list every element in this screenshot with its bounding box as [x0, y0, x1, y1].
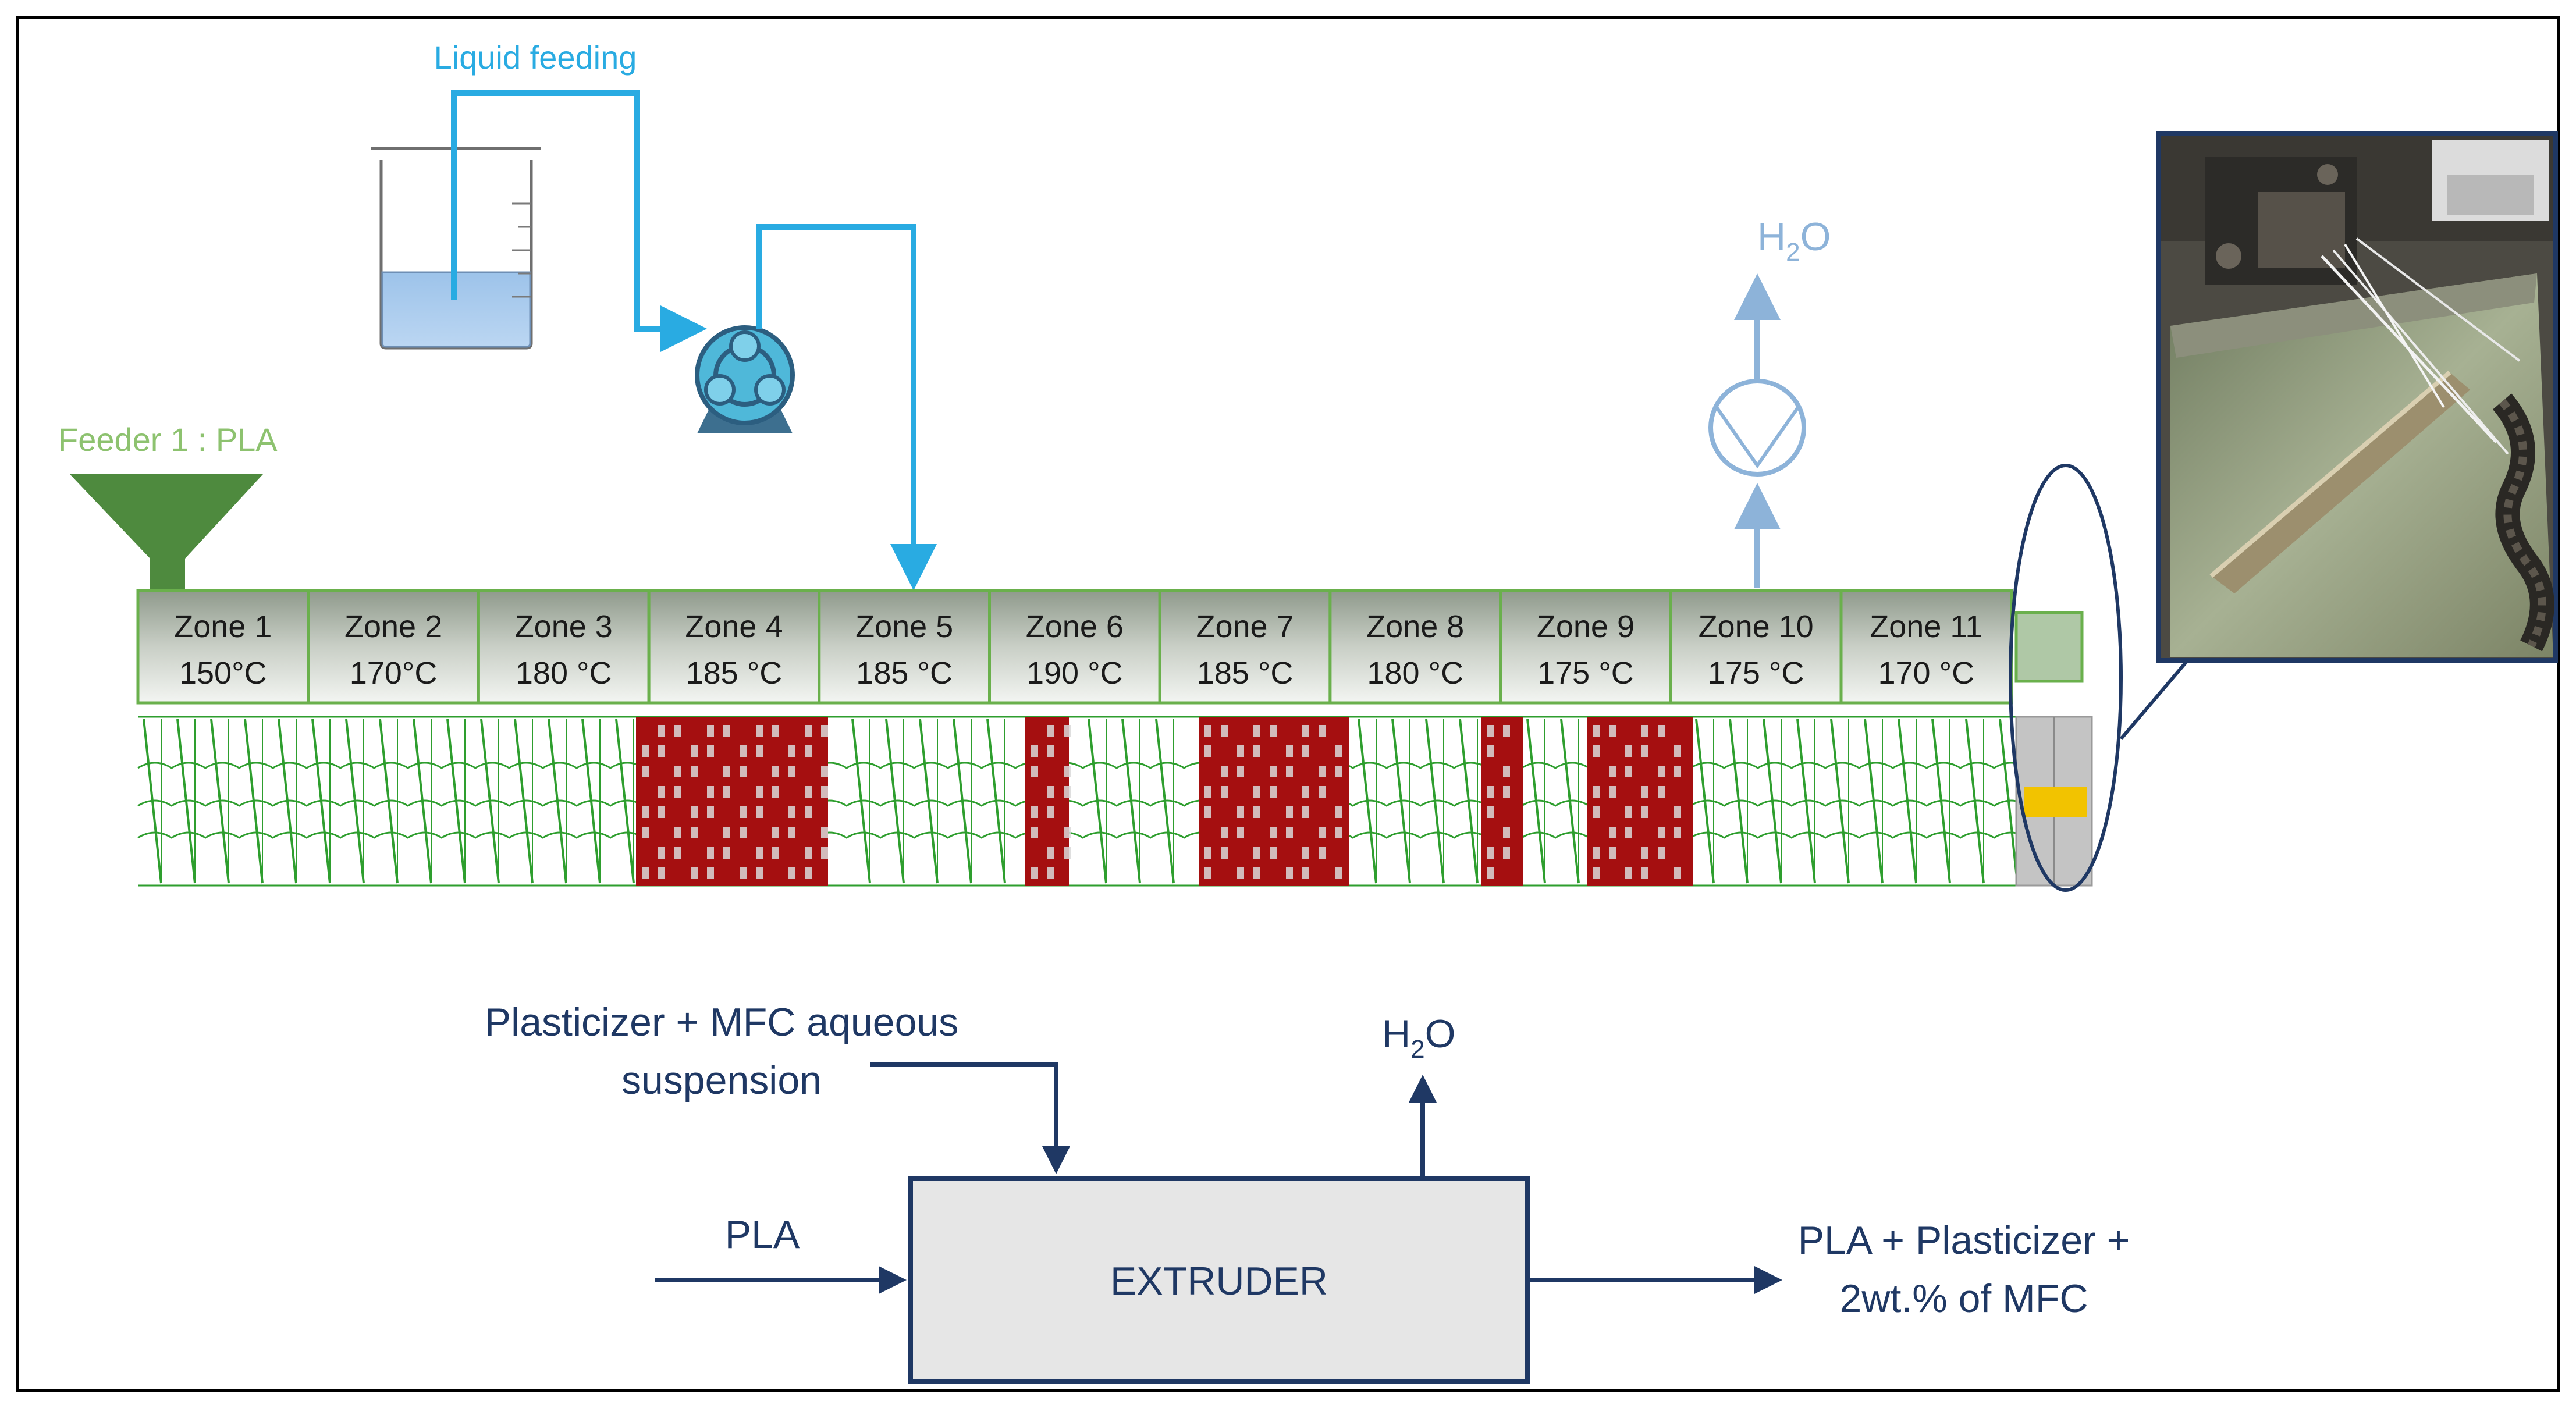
- figure-frame: [16, 16, 2560, 1392]
- hopper-icon: [70, 474, 263, 593]
- zone-temp: 150°C: [179, 656, 267, 691]
- zone-temp: 175 °C: [1708, 656, 1804, 691]
- zone-row: Zone 1 150°C Zone 2 170°C Zone 3 180 °C Zone 4…: [136, 589, 2013, 705]
- zone-temp: 180 °C: [516, 656, 612, 691]
- zone-temp: 185 °C: [686, 656, 783, 691]
- zone-name: Zone 11: [1870, 609, 1982, 644]
- beaker-icon: [371, 147, 541, 350]
- feeder-label: Feeder 1 : PLA: [58, 421, 278, 458]
- vacuum-pump-icon: [1708, 273, 1806, 588]
- zone-temp: 170 °C: [1878, 656, 1974, 691]
- pump-icon: [695, 325, 795, 433]
- zone-temp: 170°C: [350, 656, 438, 691]
- zone-name: Zone 9: [1537, 609, 1635, 644]
- kneading-block-2: [1025, 717, 1071, 886]
- zone-name: Zone 10: [1699, 609, 1814, 644]
- die-highlight-ellipse: [2009, 464, 2123, 892]
- zone-temp: 180 °C: [1367, 656, 1463, 691]
- kneading-block-1: [636, 717, 828, 886]
- zone-temp: 175 °C: [1537, 656, 1634, 691]
- screw: [137, 716, 2028, 887]
- zone-name: Zone 6: [1026, 609, 1124, 644]
- zone-temp: 185 °C: [1197, 656, 1294, 691]
- zone-4: Zone 4 185 °C: [647, 589, 821, 705]
- die-section: [2015, 716, 2093, 887]
- zone-7: Zone 7 185 °C: [1158, 589, 1332, 705]
- kneading-block-4: [1481, 717, 1523, 886]
- water-bath-photo: [2156, 131, 2558, 663]
- zone-name: Zone 7: [1196, 609, 1294, 644]
- zone-8: Zone 8 180 °C: [1328, 589, 1502, 705]
- zone-name: Zone 5: [855, 609, 953, 644]
- zone-11: Zone 11 170 °C: [1839, 589, 2013, 705]
- zone-3: Zone 3 180 °C: [477, 589, 651, 705]
- zone-temp: 185 °C: [856, 656, 953, 691]
- output-right-line1: PLA + Plasticizer +: [1798, 1218, 2130, 1263]
- kneading-block-5: [1587, 717, 1693, 886]
- input-top-arrow: [870, 1062, 1070, 1174]
- extruder-label: EXTRUDER: [1110, 1259, 1328, 1303]
- liquid-line-out: [756, 224, 937, 591]
- process-block-diagram: EXTRUDER Plasticizer + MFC aqueous suspe…: [485, 1000, 2130, 1384]
- zone-1: Zone 1 150°C: [136, 589, 310, 705]
- zone-2: Zone 2 170°C: [307, 589, 480, 705]
- zone-name: Zone 1: [174, 609, 272, 644]
- zone-6: Zone 6 190 °C: [988, 589, 1161, 705]
- zone-temp: 190 °C: [1026, 656, 1123, 691]
- liquid-feeding-label: Liquid feeding: [434, 39, 637, 76]
- zone-10: Zone 10 175 °C: [1669, 589, 1843, 705]
- input-left-label: PLA: [725, 1213, 800, 1257]
- output-top-label: H2O: [1382, 1012, 1456, 1064]
- kneading-block-3: [1199, 717, 1349, 886]
- zone-name: Zone 3: [515, 609, 613, 644]
- input-top-line2: suspension: [621, 1058, 822, 1103]
- zone-name: Zone 4: [685, 609, 783, 644]
- zone-9: Zone 9 175 °C: [1499, 589, 1672, 705]
- zone-name: Zone 8: [1366, 609, 1464, 644]
- die-block: [2014, 611, 2084, 683]
- zone-name: Zone 2: [344, 609, 442, 644]
- water-vent-label: H2O: [1757, 215, 1831, 266]
- input-top-line1: Plasticizer + MFC aqueous: [485, 1000, 958, 1044]
- liquid-line-in: [451, 90, 707, 352]
- zone-5: Zone 5 185 °C: [818, 589, 992, 705]
- output-right-line2: 2wt.% of MFC: [1840, 1277, 2088, 1321]
